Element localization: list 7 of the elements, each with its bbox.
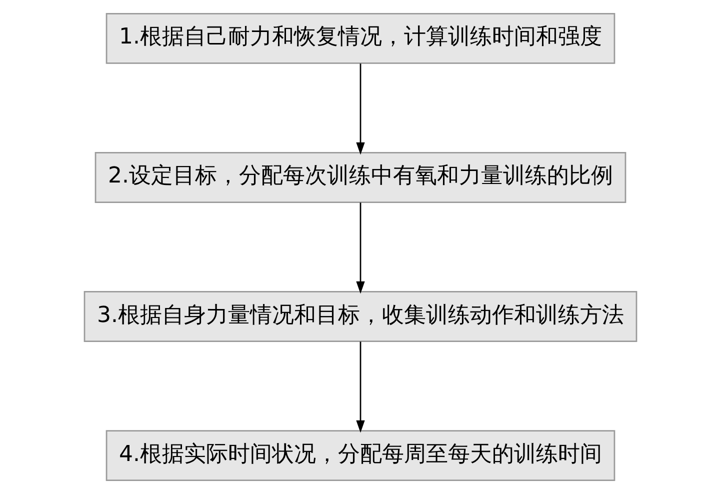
arrow <box>356 64 364 155</box>
node-box: 1.根据自己耐力和恢复情况，计算训练时间和强度 <box>105 13 615 64</box>
arrow <box>356 202 364 294</box>
node-box: 4.根据实际时间状况，分配每周至每天的训练时间 <box>105 430 615 481</box>
node-box: 2.设定目标，分配每次训练中有氧和力量训练的比例 <box>94 152 626 203</box>
node-box: 3.根据自身力量情况和目标，收集训练动作和训练方法 <box>83 291 637 342</box>
arrow <box>356 342 364 433</box>
